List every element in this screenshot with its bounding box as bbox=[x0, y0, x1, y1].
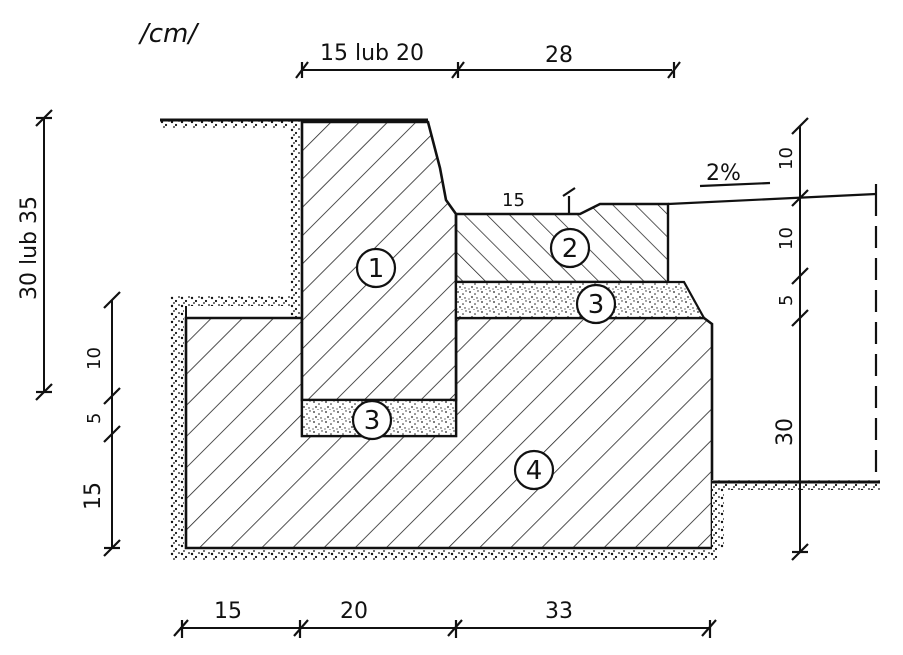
left-height-dimension: 30 lub 35 bbox=[17, 109, 53, 401]
gutter-dim: 15 bbox=[502, 190, 525, 211]
soil-left-wall bbox=[290, 128, 302, 318]
unit-label: /cm/ bbox=[138, 19, 200, 49]
layer-marker-4: 4 bbox=[513, 449, 555, 491]
top-dim-a: 15 lub 20 bbox=[320, 41, 424, 66]
svg-text:1: 1 bbox=[368, 254, 385, 284]
bottom-dimension: 15 20 33 bbox=[173, 599, 717, 638]
road-surface-line bbox=[667, 192, 877, 206]
slope-label: 2% bbox=[706, 161, 741, 186]
bottom-dim-c: 33 bbox=[545, 599, 573, 624]
left-dim-height: 30 lub 35 bbox=[17, 196, 42, 300]
left-dim-15: 15 bbox=[81, 482, 106, 510]
layer-marker-3b: 3 bbox=[351, 399, 393, 441]
svg-text:3: 3 bbox=[588, 290, 605, 320]
layer-marker-3a: 3 bbox=[575, 283, 617, 325]
bottom-dim-b: 20 bbox=[340, 599, 368, 624]
soil-top-left bbox=[160, 120, 305, 128]
svg-text:3: 3 bbox=[364, 406, 381, 436]
svg-text:2: 2 bbox=[562, 234, 579, 264]
right-dim-10a: 10 bbox=[776, 147, 797, 170]
svg-text:4: 4 bbox=[526, 456, 543, 486]
right-dim-10b: 10 bbox=[776, 227, 797, 250]
bottom-dim-a: 15 bbox=[214, 599, 242, 624]
right-dim-5: 5 bbox=[776, 295, 797, 306]
left-foundation-dimension: 10 5 15 bbox=[81, 291, 121, 557]
left-dim-5: 5 bbox=[84, 413, 105, 424]
right-dimension: 10 10 5 30 bbox=[773, 117, 809, 561]
top-dim-b: 28 bbox=[545, 43, 573, 68]
layer-marker-1: 1 bbox=[355, 247, 397, 289]
right-dim-30: 30 bbox=[773, 418, 798, 446]
top-dimension: 15 lub 20 28 bbox=[295, 41, 681, 79]
left-dim-10: 10 bbox=[84, 347, 105, 370]
layer-marker-2: 2 bbox=[549, 227, 591, 269]
